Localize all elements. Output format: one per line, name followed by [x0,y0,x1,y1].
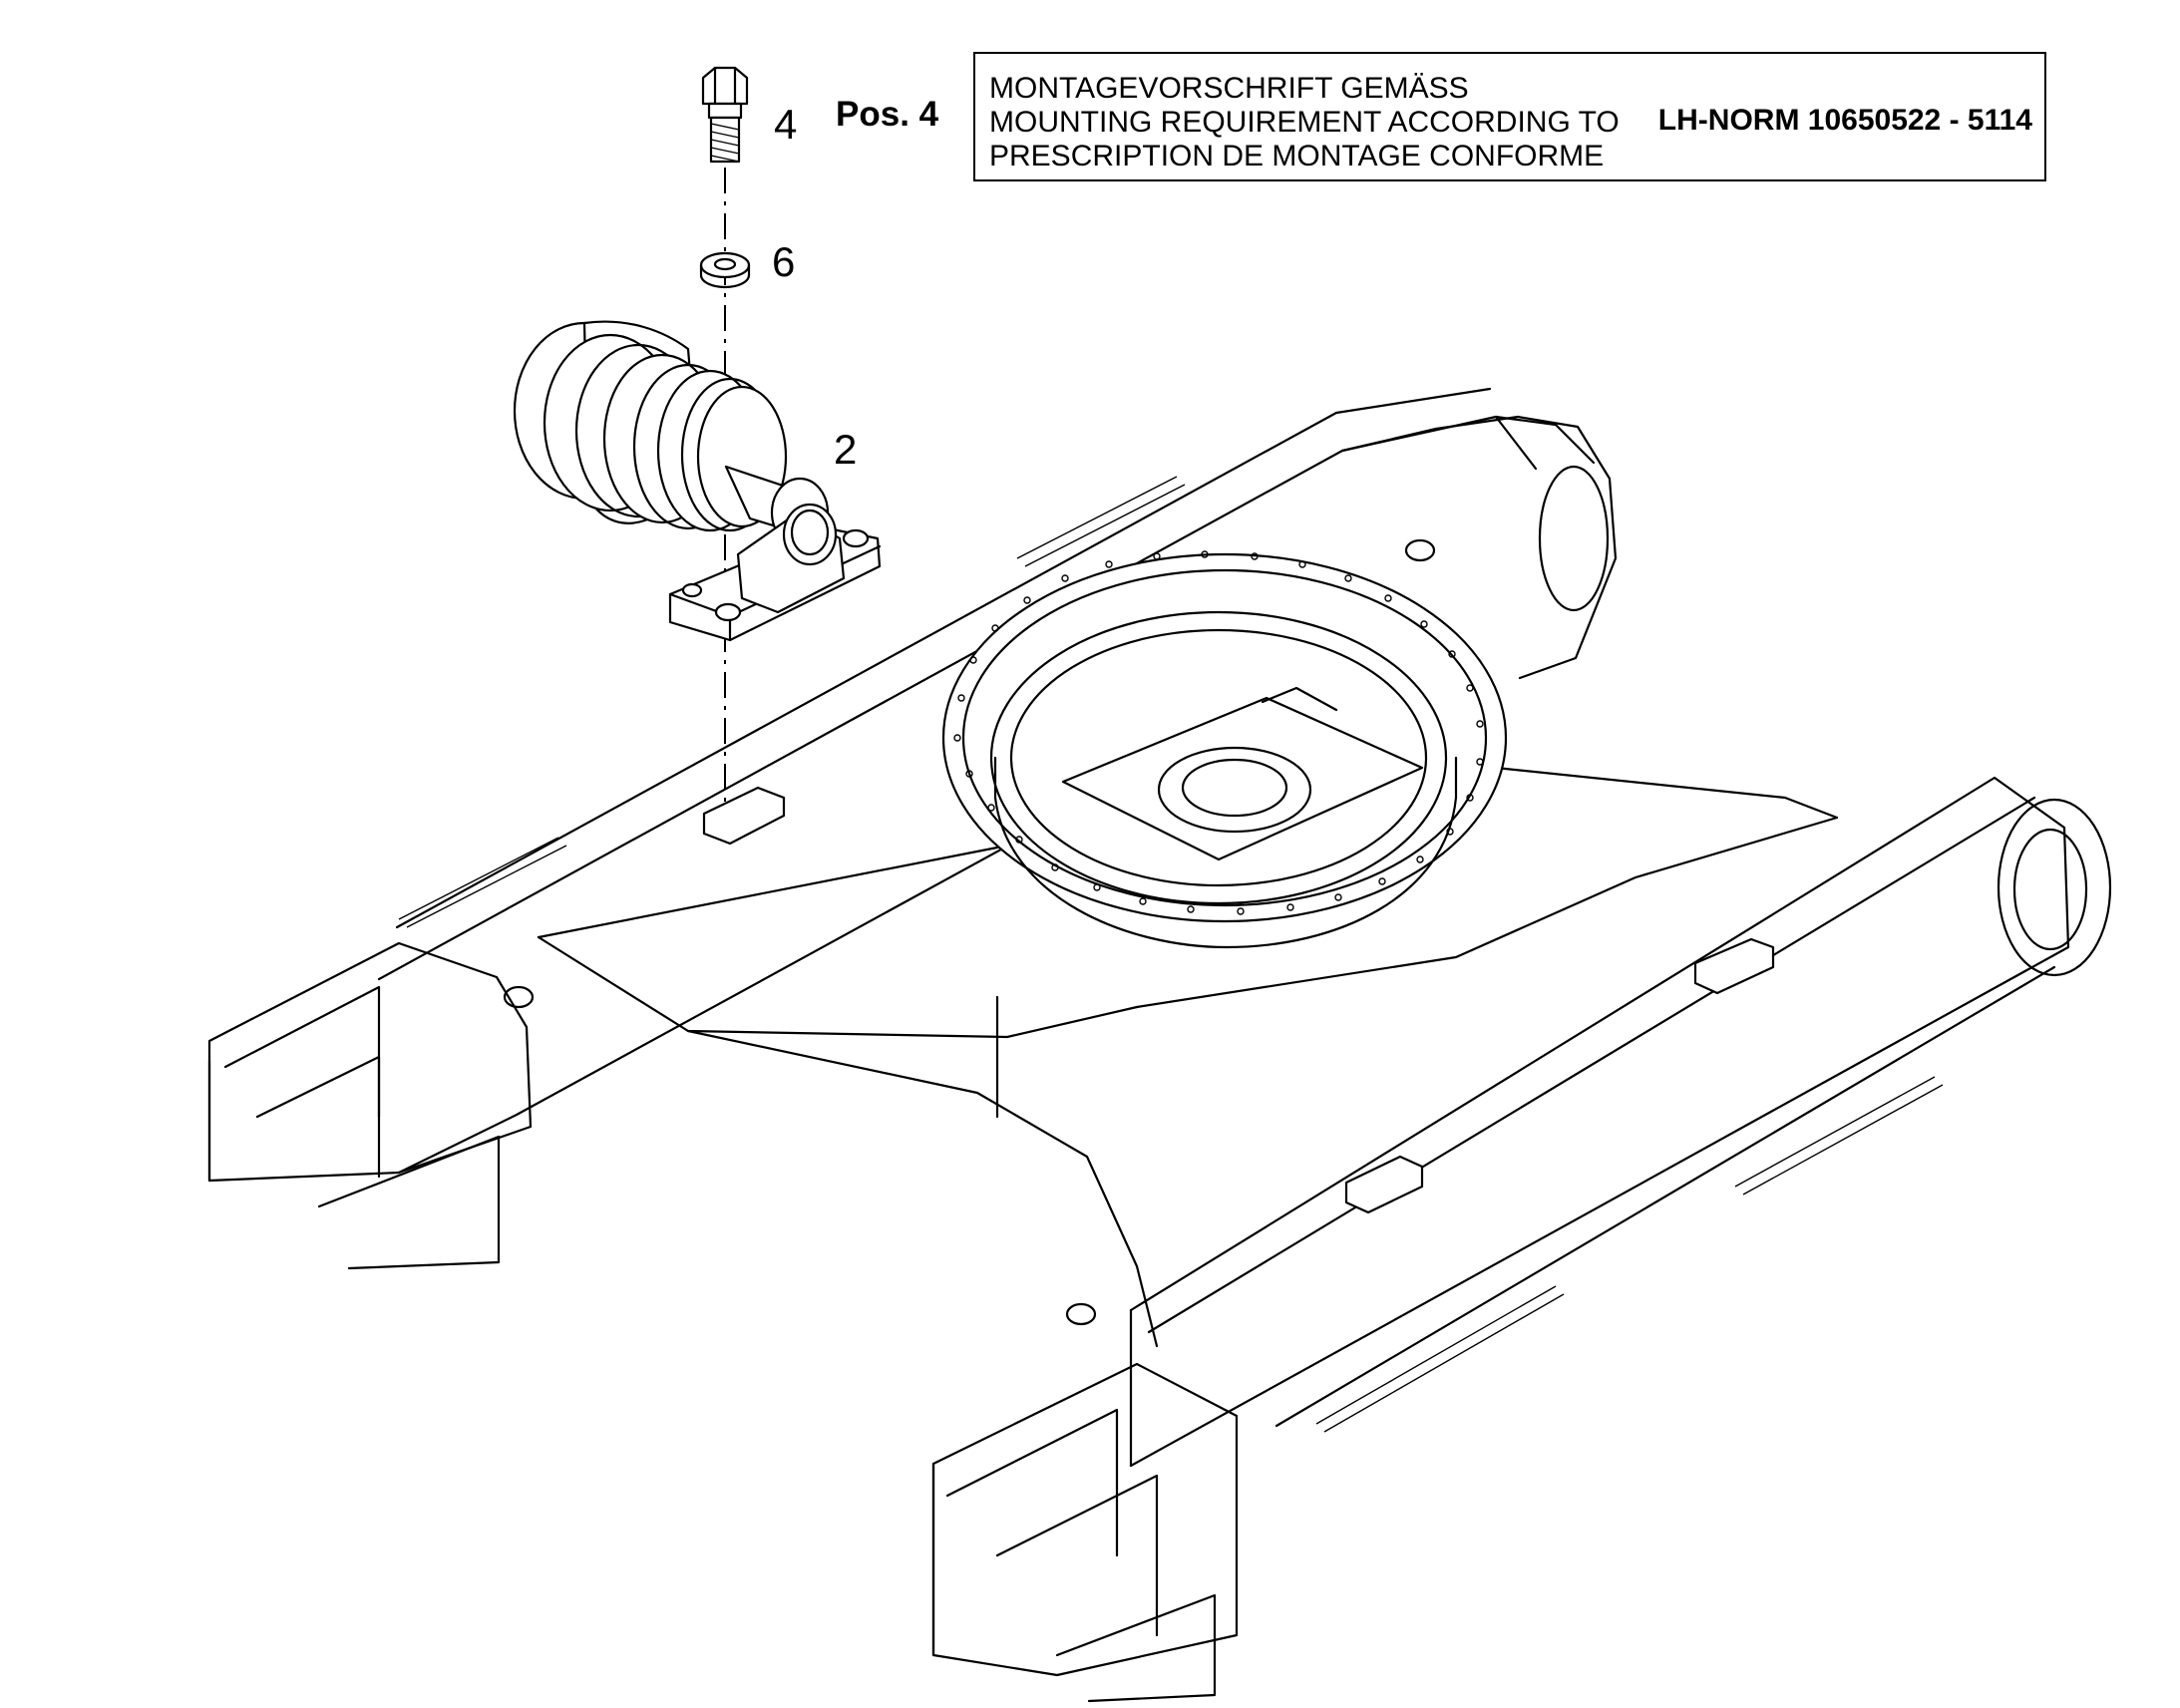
callout-washer-number: 6 [772,238,796,285]
note-line-french: PRESCRIPTION DE MONTAGE CONFORME [989,140,1605,172]
position-label: Pos. 4 [836,95,939,134]
callout-bolt-number: 4 [774,101,798,148]
bolt-part [701,66,749,164]
note-line-english: MOUNTING REQUIREMENT ACCORDING TO [989,106,1620,139]
carrier-roller-part [513,320,882,642]
washer-part [699,251,751,289]
callout-roller-number: 2 [834,426,858,473]
note-text-block: MONTAGEVORSCHRIFT GEMÄSS MOUNTING REQUIR… [989,72,1620,173]
note-line-german: MONTAGEVORSCHRIFT GEMÄSS [989,72,1469,105]
undercarriage-frame [207,387,2112,1703]
mounting-requirement-note: MONTAGEVORSCHRIFT GEMÄSS MOUNTING REQUIR… [973,52,2046,181]
norm-reference: LH-NORM 10650522 - 5114 [1657,104,2032,137]
